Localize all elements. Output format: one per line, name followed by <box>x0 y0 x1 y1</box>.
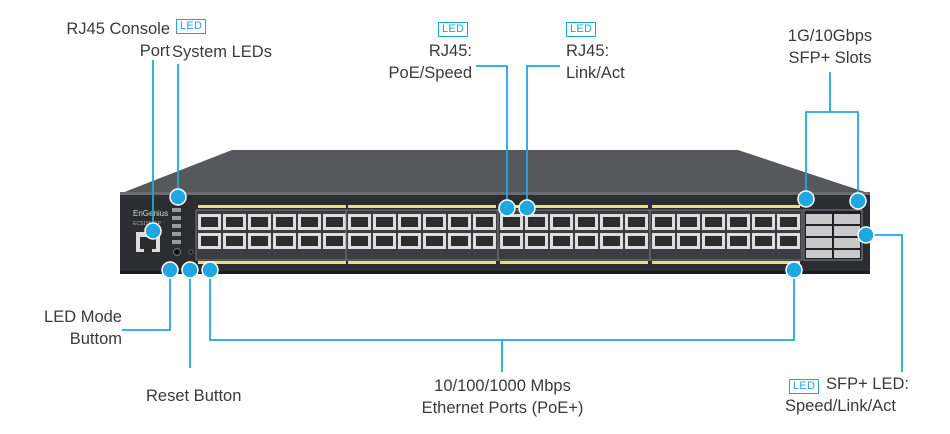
rj45-port-opening <box>201 217 218 227</box>
led-badge-sfp: LED <box>789 376 820 394</box>
rj45-port-opening <box>226 236 243 246</box>
rj45-port-opening <box>276 236 293 246</box>
rj45-port-opening <box>251 236 268 246</box>
rj45-port-opening <box>376 236 393 246</box>
line-sfp-top <box>805 72 831 198</box>
rj45-port-opening <box>730 217 747 227</box>
rj45-port-opening <box>680 236 697 246</box>
label-reset-button: Reset Button <box>146 387 242 405</box>
rj45-port-opening <box>755 217 772 227</box>
rj45-port-opening <box>603 217 620 227</box>
line-sfp-top-r <box>830 111 859 198</box>
label-link-act: RJ45: Link/Act <box>566 42 625 82</box>
rj45-port-opening <box>401 236 418 246</box>
led-badge-poe: LED <box>438 19 469 37</box>
dot-sfp-led <box>857 226 875 244</box>
rj45-port-opening <box>251 217 268 227</box>
rj45-port-opening <box>401 217 418 227</box>
label-ethernet-ports: 10/100/1000 Mbps Ethernet Ports (PoE+) <box>421 377 584 417</box>
callout-dots <box>144 188 875 279</box>
dot-poe-speed <box>498 199 516 217</box>
rj45-port-opening <box>655 217 672 227</box>
rj45-port-opening <box>553 236 570 246</box>
rj45-port-opening <box>451 236 468 246</box>
label-console-port: RJ45 Console Port <box>66 20 170 60</box>
rj45-port-opening <box>301 217 318 227</box>
port-group <box>345 205 499 264</box>
rj45-port-opening <box>755 236 772 246</box>
line-ethernet <box>209 270 795 341</box>
line-poe-speed <box>476 65 508 206</box>
rj45-port-opening <box>628 236 645 246</box>
port-group <box>649 205 803 264</box>
rj45-port-opening <box>578 236 595 246</box>
dot-reset <box>181 261 199 279</box>
rj45-port-opening <box>476 236 493 246</box>
rj45-port-opening <box>553 217 570 227</box>
reset-button[interactable] <box>188 249 194 255</box>
rj45-port-opening <box>451 217 468 227</box>
system-leds <box>172 208 181 244</box>
dot-console <box>144 222 162 240</box>
rj45-port-opening <box>578 217 595 227</box>
model-label: ECS1552FP <box>133 221 161 227</box>
rj45-port-opening <box>780 217 797 227</box>
rj45-port-opening <box>680 217 697 227</box>
dot-sfp-left <box>797 190 815 208</box>
rj45-port-opening <box>426 217 443 227</box>
sfp-slots[interactable] <box>803 209 863 261</box>
led-mode-button[interactable] <box>173 248 181 256</box>
rj45-port-opening <box>730 236 747 246</box>
rj45-port-opening <box>326 217 343 227</box>
rj45-port-opening <box>780 236 797 246</box>
rj45-port-opening <box>226 217 243 227</box>
label-led-mode: LED Mode Buttom <box>44 308 122 348</box>
dot-led-mode <box>161 261 179 279</box>
rj45-port-opening <box>705 217 722 227</box>
dot-sfp-right <box>849 192 867 210</box>
rj45-port-opening <box>705 236 722 246</box>
label-system-leds: System LEDs <box>172 43 272 61</box>
rj45-port-opening <box>426 236 443 246</box>
rj45-port-opening <box>503 217 520 227</box>
dot-ethernet-right <box>785 261 803 279</box>
rj45-port-opening <box>351 236 368 246</box>
label-poe-speed: RJ45: PoE/Speed <box>388 42 472 82</box>
line-link-act <box>526 65 560 206</box>
rj45-port-opening <box>628 217 645 227</box>
label-sfp-slots: 1G/10Gbps SFP+ Slots <box>787 27 873 67</box>
port-group <box>497 205 651 264</box>
rj45-port-opening <box>528 236 545 246</box>
rj45-port-opening <box>476 217 493 227</box>
led-badge-link: LED <box>566 19 597 37</box>
chassis-top <box>122 150 868 193</box>
brand-logo: EnGenius <box>133 209 168 218</box>
dot-ethernet-left <box>201 261 219 279</box>
dot-link-act <box>518 199 536 217</box>
label-sfp-led-title: SFP+ LED: <box>826 375 909 393</box>
rj45-port-opening <box>201 236 218 246</box>
label-sfp-led-sub: Speed/Link/Act <box>785 397 896 415</box>
rj45-port-opening <box>528 217 545 227</box>
rj45-port-opening <box>326 236 343 246</box>
rj45-port-opening <box>376 217 393 227</box>
rj45-port-opening <box>301 236 318 246</box>
line-sfp-led <box>868 234 903 372</box>
rj45-port-opening <box>603 236 620 246</box>
rj45-port-opening <box>276 217 293 227</box>
dot-system-leds <box>169 188 187 206</box>
led-badge-system: LED <box>176 16 207 34</box>
rj45-port-opening <box>655 236 672 246</box>
rj45-port-opening <box>503 236 520 246</box>
callout-lines <box>122 60 903 372</box>
ethernet-ports[interactable] <box>195 205 803 264</box>
line-led-mode <box>122 270 171 331</box>
rj45-port-opening <box>351 217 368 227</box>
port-group <box>195 205 349 264</box>
